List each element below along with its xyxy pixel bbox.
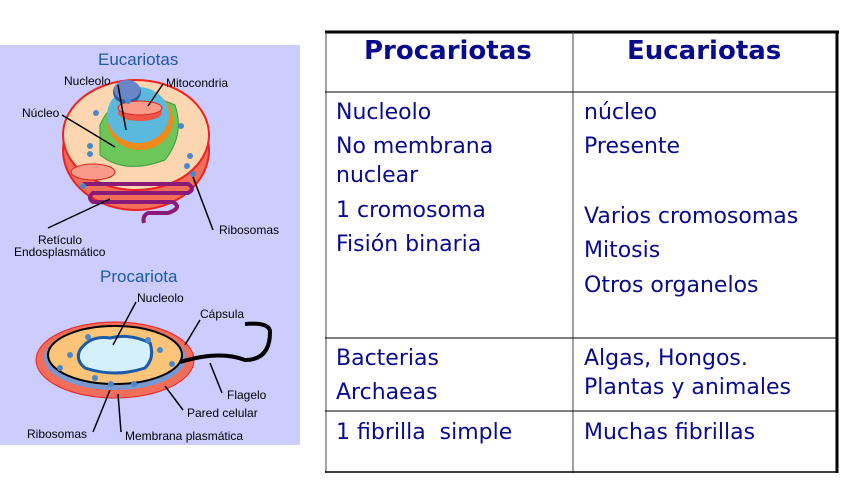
cell-eu-mitosis: Mitosis — [584, 238, 661, 263]
cell-illustrations — [35, 79, 273, 433]
label-pared-celular: Pared celular — [187, 406, 258, 420]
cell-pro-cromosoma: 1 cromosoma — [336, 198, 486, 223]
cell-eu-presente: Presente — [584, 134, 681, 159]
cell-pro-membrana: No membrana — [336, 134, 494, 159]
cell-pro-fision: Fisión binaria — [336, 232, 482, 257]
label-ribosomas-eu: Ribosomas — [219, 223, 280, 237]
label-nucleo: Núcleo — [22, 106, 60, 120]
label-ribosomas-pro: Ribosomas — [27, 427, 88, 441]
prokaryote-title: Procariota — [100, 267, 178, 286]
line — [117, 84, 127, 131]
cell-eu-nucleo: núcleo — [584, 100, 658, 125]
label-capsula: Cápsula — [200, 307, 245, 321]
cell-eu-algas: Algas, Hongos. — [584, 346, 748, 371]
header-eucariotas: Eucariotas — [627, 36, 782, 66]
label-nucleolo-pro: Nucleolo — [137, 291, 184, 305]
cell-pro-bacterias: Bacterias — [336, 346, 439, 371]
cell-pro-archaeas: Archaeas — [336, 380, 438, 405]
cell-pro-nucleolo: Nucleolo — [336, 100, 432, 125]
label-flagelo: Flagelo — [227, 388, 267, 402]
cell-diagram-panel: Eucariotas Nucleolo Mitocondria Núcleo R… — [0, 45, 300, 445]
prokaryote-cell — [35, 301, 273, 433]
label-nucleolo-eu: Nucleolo — [64, 74, 111, 88]
cell-pro-nuclear: nuclear — [336, 163, 419, 188]
label-endoplasmatico: Endosplasmático — [14, 245, 106, 259]
cell-pro-fibrilla: 1 fibrilla simple — [336, 420, 513, 445]
label-mitocondria: Mitocondria — [166, 76, 229, 90]
eukaryote-title: Eucariotas — [98, 50, 179, 69]
label-reticulo: Retículo — [38, 233, 83, 247]
cell-eu-fibrillas: Muchas fibrillas — [584, 420, 756, 445]
eukaryote-cell — [47, 79, 214, 231]
header-procariotas: Procariotas — [364, 36, 532, 66]
label-membrana: Membrana plasmática — [125, 429, 244, 443]
cell-eu-cromosomas: Varios cromosomas — [584, 204, 799, 229]
cell-eu-plantas: Plantas y animales — [584, 375, 791, 400]
cell-eu-organelos: Otros organelos — [584, 273, 759, 298]
